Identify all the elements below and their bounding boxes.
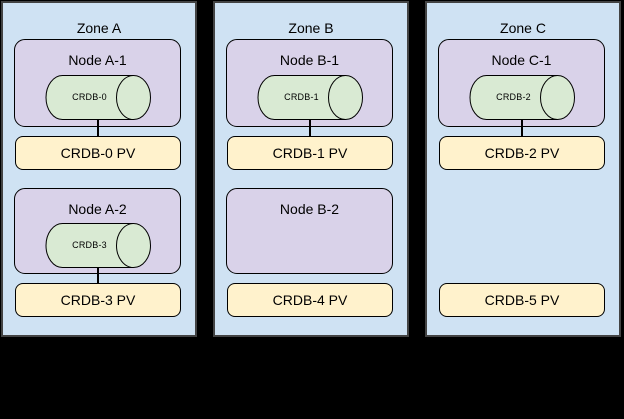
crdb-pod-cylinder-0: CRDB-0 <box>45 75 151 120</box>
node-label: Node B-1 <box>279 52 340 68</box>
node-label: Node B-2 <box>279 201 340 217</box>
pv-box: CRDB-0 PV <box>15 136 181 170</box>
crdb-pod-cylinder-3: CRDB-3 <box>45 223 151 268</box>
pod-label: CRDB-0 <box>72 92 107 102</box>
crdb-pod-cylinder-2: CRDB-2 <box>469 75 575 120</box>
pod-pv-connector <box>521 120 523 136</box>
zone-b-panel: Zone B Node B-1 CRDB-1 CRDB-1 PV Node B-… <box>213 1 409 337</box>
node-label: Node A-1 <box>68 52 127 68</box>
pod-pv-connector <box>97 120 99 136</box>
pod-pv-connector <box>309 120 311 136</box>
pod-label: CRDB-3 <box>72 240 107 250</box>
zone-a-panel: Zone A Node A-1 CRDB-0 CRDB-0 PV Node A-… <box>1 1 197 337</box>
cylinder-icon <box>45 75 151 120</box>
node-box-b2-empty: Node B-2 <box>226 188 393 274</box>
pod-label: CRDB-2 <box>496 92 531 102</box>
zone-title: Zone B <box>288 20 334 36</box>
pv-box: CRDB-2 PV <box>439 136 605 170</box>
pv-box: CRDB-3 PV <box>15 283 181 317</box>
zone-title: Zone A <box>76 20 122 36</box>
pv-box: CRDB-1 PV <box>227 136 393 170</box>
zone-c-panel: Zone C Node C-1 CRDB-2 CRDB-2 PV CRDB-5 … <box>425 1 621 337</box>
pv-box: CRDB-5 PV <box>439 283 605 317</box>
pod-label: CRDB-1 <box>284 92 319 102</box>
node-label: Node A-2 <box>68 201 127 217</box>
cylinder-icon <box>257 75 363 120</box>
cylinder-icon <box>45 223 151 268</box>
cylinder-icon <box>469 75 575 120</box>
zone-title: Zone C <box>500 20 546 36</box>
pod-pv-connector <box>97 268 99 283</box>
crdb-pod-cylinder-1: CRDB-1 <box>257 75 363 120</box>
node-label: Node C-1 <box>491 52 552 68</box>
pv-box: CRDB-4 PV <box>227 283 393 317</box>
